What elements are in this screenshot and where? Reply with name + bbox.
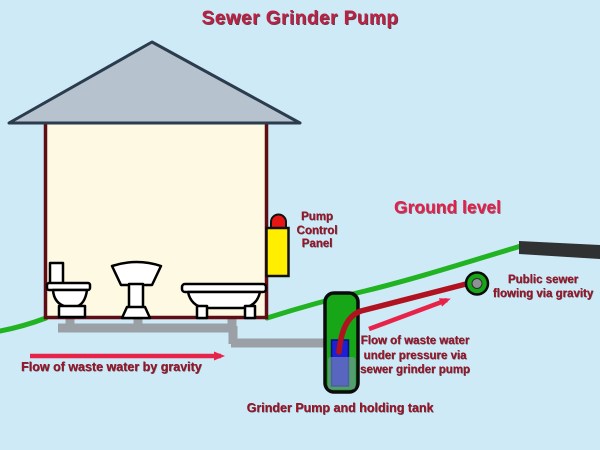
ground-line-right (264, 243, 524, 321)
road (519, 241, 600, 259)
pressure-pipe (336, 281, 469, 355)
bathtub (180, 282, 268, 320)
public-sewer-label: Public sewer flowing via gravity (492, 274, 594, 300)
holding-tank-label: Grinder Pump and holding tank (246, 401, 434, 415)
bathtub-body (186, 290, 262, 310)
pump-control-panel-label: Pump Control Panel (296, 211, 338, 250)
bathtub-foot-left (195, 304, 209, 320)
toilet (45, 261, 92, 319)
sink (110, 260, 163, 320)
house-roof (7, 40, 302, 125)
pump-control-panel-box (265, 226, 290, 278)
bathtub-foot-right (243, 304, 257, 320)
flow-pressure-label: Flow of waste water under pressure via s… (360, 335, 470, 376)
alarm-light (270, 213, 287, 231)
flow-arrow-pressure (368, 297, 451, 332)
sink-basin (110, 260, 163, 287)
tank-water (328, 357, 356, 390)
public-sewer-pipe-bore (471, 278, 483, 289)
flow-gravity-label: Flow of waste water by gravity (21, 360, 202, 374)
ground-line-left (0, 315, 49, 334)
toilet-base (57, 304, 87, 319)
diagram-title: Sewer Grinder Pump (201, 8, 399, 29)
ground-level-label: Ground level (394, 197, 501, 217)
sink-base (120, 305, 152, 320)
